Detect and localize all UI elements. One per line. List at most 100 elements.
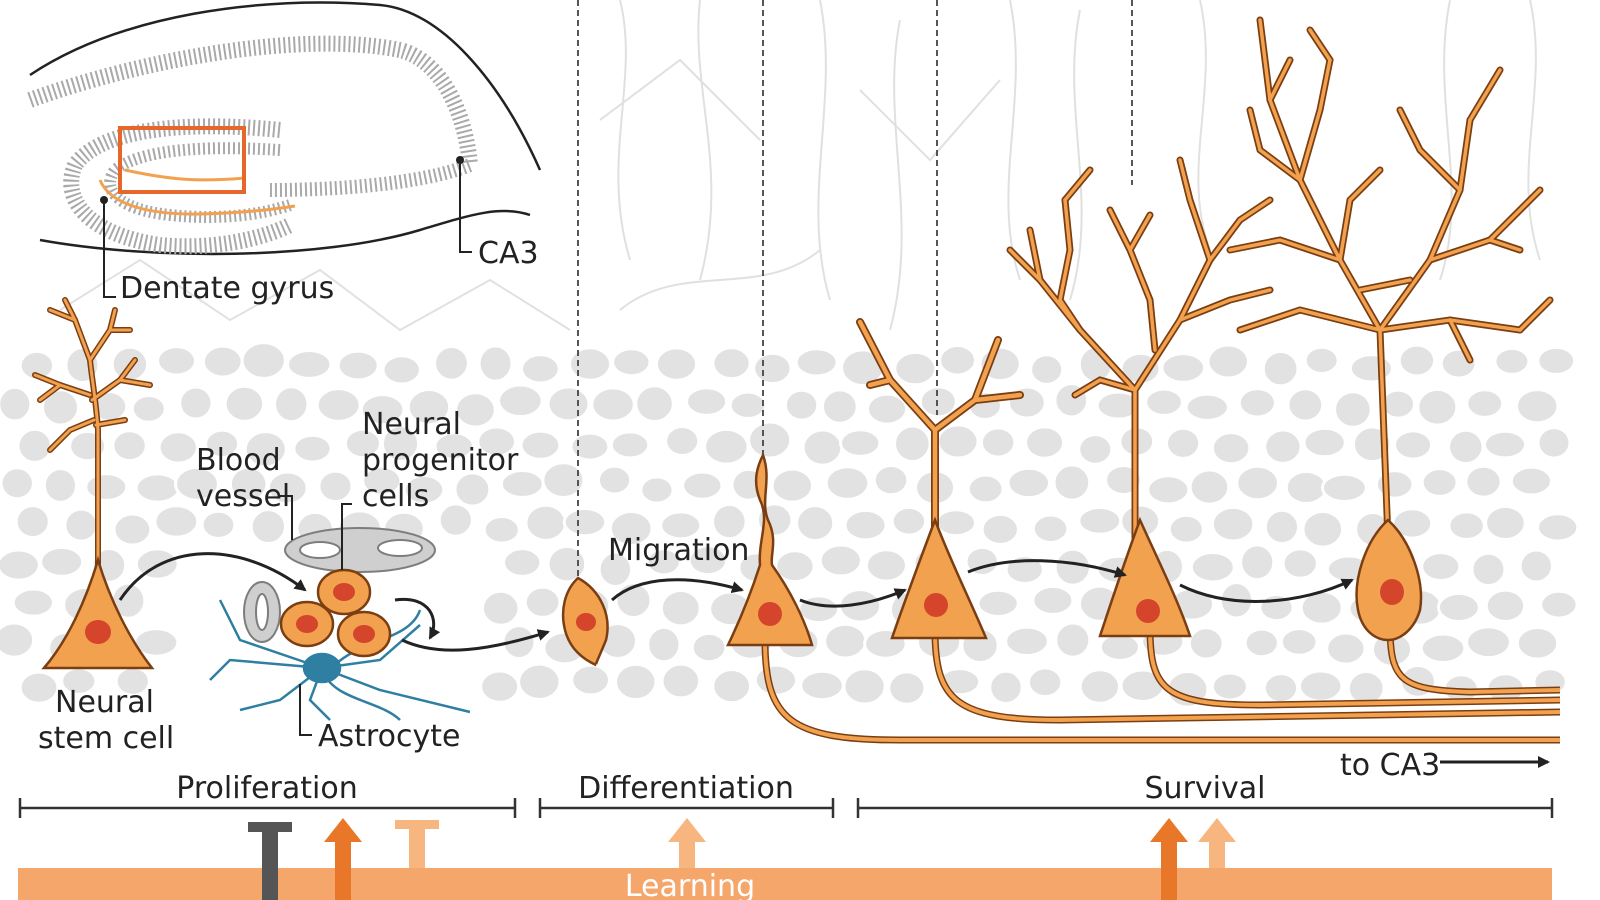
granule-cell-pebble xyxy=(1052,463,1092,502)
granule-cell-pebble xyxy=(520,353,561,385)
granule-cell-pebble xyxy=(1261,350,1300,388)
granule-cell-pebble xyxy=(1482,429,1528,460)
granule-cell-pebble xyxy=(1420,551,1462,582)
granule-cell-pebble xyxy=(0,385,33,423)
granule-cell-pebble xyxy=(1465,388,1505,419)
granule-cell-pebble xyxy=(646,625,682,664)
granule-cell-pebble xyxy=(1144,387,1184,417)
granule-cell-pebble xyxy=(502,547,543,578)
granule-cell-pebble xyxy=(774,549,816,584)
granule-cell-pebble xyxy=(1031,584,1075,617)
granule-cell-pebble xyxy=(1416,387,1459,427)
granule-cell-pebble xyxy=(1263,508,1301,546)
granule-cell-pebble xyxy=(976,588,1020,619)
granule-cell-pebble xyxy=(273,385,310,424)
granule-cell-pebble xyxy=(1484,504,1527,542)
granule-cell-pebble xyxy=(1333,390,1373,429)
granule-cell-pebble xyxy=(797,594,841,625)
hippocampus-inset: CA3 Dentate gyrus xyxy=(27,1,542,306)
granule-cell-pebble xyxy=(1419,632,1467,665)
astrocyte-label: Astrocyte xyxy=(318,719,460,754)
granule-cell-pebble xyxy=(711,346,752,381)
granule-cell-pebble xyxy=(838,428,882,458)
granule-cell-pebble xyxy=(178,385,214,421)
granule-cell-pebble xyxy=(659,589,702,628)
granule-cell-pebble xyxy=(614,662,658,702)
promote-arrow-light xyxy=(668,818,706,868)
granule-cell-pebble xyxy=(611,347,652,378)
granule-cell-pebble xyxy=(223,384,266,423)
granule-cell-pebble xyxy=(1320,472,1368,503)
granule-cell-pebble xyxy=(1235,464,1280,502)
granule-cell-pebble xyxy=(938,343,977,377)
granule-cell-pebble xyxy=(979,426,1017,459)
granule-cell-pebble xyxy=(936,423,980,460)
dentate-gyrus-highlight-box xyxy=(118,126,246,194)
granule-cell-pebble xyxy=(1539,589,1579,620)
promote-arrow-dark xyxy=(324,818,362,900)
granule-cell-pebble xyxy=(42,467,79,504)
granule-cell-pebble xyxy=(988,669,1024,706)
granule-cell-pebble xyxy=(660,662,702,700)
granule-cell-pebble xyxy=(918,385,958,419)
granule-cell-pebble xyxy=(1393,429,1434,461)
granule-cell-pebble xyxy=(562,506,608,538)
granule-cell-pebble xyxy=(1439,347,1478,380)
granule-cell-pebble xyxy=(590,386,636,423)
granule-cell-pebble xyxy=(654,346,699,382)
granule-cell-pebble xyxy=(523,585,562,619)
stage-label-survival: Survival xyxy=(1145,771,1266,806)
granule-cell-pebble xyxy=(1206,343,1250,380)
granule-cell-pebble xyxy=(1286,387,1325,423)
granule-cell-pebble xyxy=(381,354,422,386)
granule-cell-pebble xyxy=(84,472,129,502)
inhibit-marker-dark xyxy=(248,822,292,900)
granule-cell-pebble xyxy=(1470,551,1507,588)
granule-cell-pebble xyxy=(794,347,839,378)
granule-cell-pebble xyxy=(887,670,927,706)
stage-brackets xyxy=(18,798,1554,818)
granule-cell-pebble xyxy=(1348,353,1394,384)
granule-cell-pebble xyxy=(893,350,938,387)
granule-cell-pebble xyxy=(664,424,701,458)
granule-cell-pebble xyxy=(477,344,514,383)
granule-cell-pebble xyxy=(501,624,537,660)
neural-stem-cell-label: stem cell xyxy=(38,721,174,756)
granule-cell-pebble xyxy=(156,345,198,377)
granule-cell-pebble xyxy=(1302,426,1347,459)
granule-cell-pebble xyxy=(690,631,728,664)
granule-cell-pebble xyxy=(783,388,820,422)
granule-cell-pebble xyxy=(1187,626,1225,661)
granule-cell-pebble xyxy=(842,667,887,706)
granule-cell-pebble xyxy=(153,504,200,539)
granule-cell-pebble xyxy=(479,669,521,704)
learning-label: Learning xyxy=(625,869,755,900)
granule-cell-pebble xyxy=(569,431,611,462)
granule-cell-pebble xyxy=(934,508,978,538)
granule-cell-pebble xyxy=(18,670,60,705)
granule-cell-pebble xyxy=(818,543,863,578)
granule-cell-pebble xyxy=(519,429,562,461)
granule-cell-pebble xyxy=(1210,505,1256,543)
immature-neuron xyxy=(726,451,814,647)
granule-cell-pebble xyxy=(864,548,908,583)
granule-cell-pebble xyxy=(380,424,421,463)
granule-cell-pebble xyxy=(597,550,634,588)
granule-cell-pebble xyxy=(1514,388,1560,425)
granule-cell-pebble xyxy=(546,544,588,584)
granule-cell-pebble xyxy=(243,430,288,469)
granule-cell-pebble xyxy=(0,548,41,582)
granule-cell-pebble xyxy=(11,587,56,618)
granule-cell-pebble xyxy=(843,508,888,542)
granule-cell-pebble xyxy=(1210,431,1252,466)
granule-cell-pebble xyxy=(111,429,148,463)
granule-cell-pebble xyxy=(728,390,768,420)
granule-cell-pebble xyxy=(1243,627,1280,659)
granule-cell-pebble xyxy=(343,427,382,460)
granule-cell-pebble xyxy=(249,508,288,545)
stage-label-proliferation: Proliferation xyxy=(176,771,357,806)
granule-cell-pebble xyxy=(16,427,54,464)
granule-cell-pebble xyxy=(609,430,651,460)
granule-cell-pebble xyxy=(567,346,613,382)
granule-cell-pebble xyxy=(608,509,654,547)
